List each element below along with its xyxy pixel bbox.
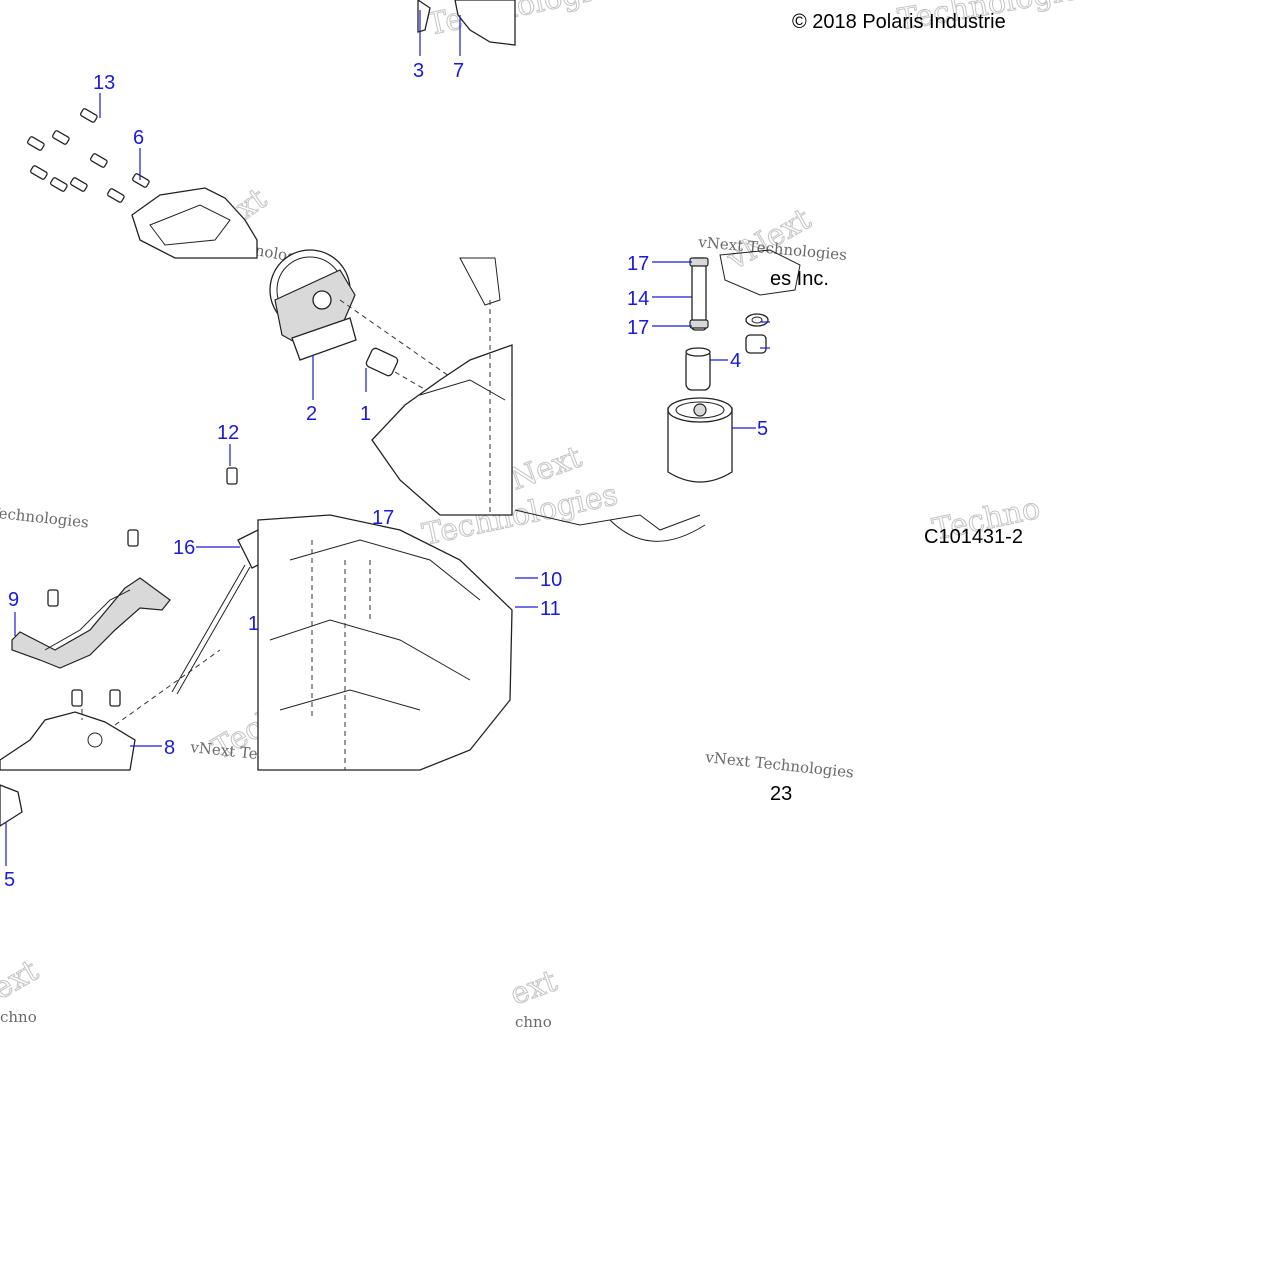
callout-1-lower: 1 — [248, 613, 259, 635]
callout-17-fragment: 17 — [372, 507, 394, 529]
callout-14: 14 — [627, 288, 649, 310]
housing-fragment-right — [719, 249, 801, 296]
drain-plug-assembly — [745, 313, 769, 354]
engine-block-lower — [257, 514, 513, 771]
callout-11: 11 — [540, 598, 561, 620]
pump-cover — [131, 187, 258, 259]
callout-5-filter: 5 — [757, 418, 768, 440]
watermark-fragments-lower: ext chno ext chno — [0, 953, 562, 1031]
bolt-group-top-left — [27, 108, 150, 203]
oil-pickup-fitting — [365, 347, 399, 377]
callout-12: 12 — [217, 422, 239, 444]
oil-pan-plate — [0, 711, 136, 771]
oil-pump-assembly — [269, 249, 357, 361]
company-name-fragment: es Inc. — [770, 268, 829, 290]
oil-pressure-sensor — [0, 784, 23, 827]
copyright-text: © 2018 Polaris Industrie — [792, 11, 1006, 33]
svg-text:ext: ext — [0, 953, 44, 1007]
callout-17-lower: 17 — [627, 317, 649, 339]
oil-filter-assembly — [667, 257, 733, 483]
engine-block-upper — [371, 344, 513, 516]
watermark-label: vNext Technologies — [0, 498, 90, 532]
watermark-large: Technologies — [424, 0, 625, 43]
svg-text:chno: chno — [515, 1013, 552, 1031]
callout-5-sensor: 5 — [4, 869, 15, 891]
callout-3: 3 — [413, 60, 424, 82]
svg-text:ext: ext — [506, 964, 562, 1013]
bolt-group-bottom-left — [47, 467, 238, 707]
pump-housing-fragment — [454, 0, 516, 46]
page-number-fragment: 23 — [770, 783, 792, 805]
callout-1-upper: 1 — [360, 403, 371, 425]
callout-8: 8 — [164, 737, 175, 759]
callout-17-upper: 17 — [627, 253, 649, 275]
svg-text:chno: chno — [0, 1008, 37, 1026]
leader-lines — [5, 10, 770, 866]
callout-13: 13 — [93, 72, 115, 94]
callout-9: 9 — [8, 589, 19, 611]
callout-10: 10 — [540, 569, 562, 591]
callout-7: 7 — [453, 60, 464, 82]
callout-labels: 3 7 13 6 17 14 17 4 5 2 1 12 16 9 1 10 1… — [4, 60, 768, 891]
gasket-fragment — [417, 0, 431, 33]
callout-2: 2 — [306, 403, 317, 425]
callout-4: 4 — [730, 350, 741, 372]
drawing-id: C101431-2 — [924, 526, 1023, 548]
oil-baffle — [11, 577, 171, 669]
callout-16: 16 — [173, 537, 195, 559]
callout-6: 6 — [133, 127, 144, 149]
watermark-label: vNext Technologies — [704, 748, 855, 782]
